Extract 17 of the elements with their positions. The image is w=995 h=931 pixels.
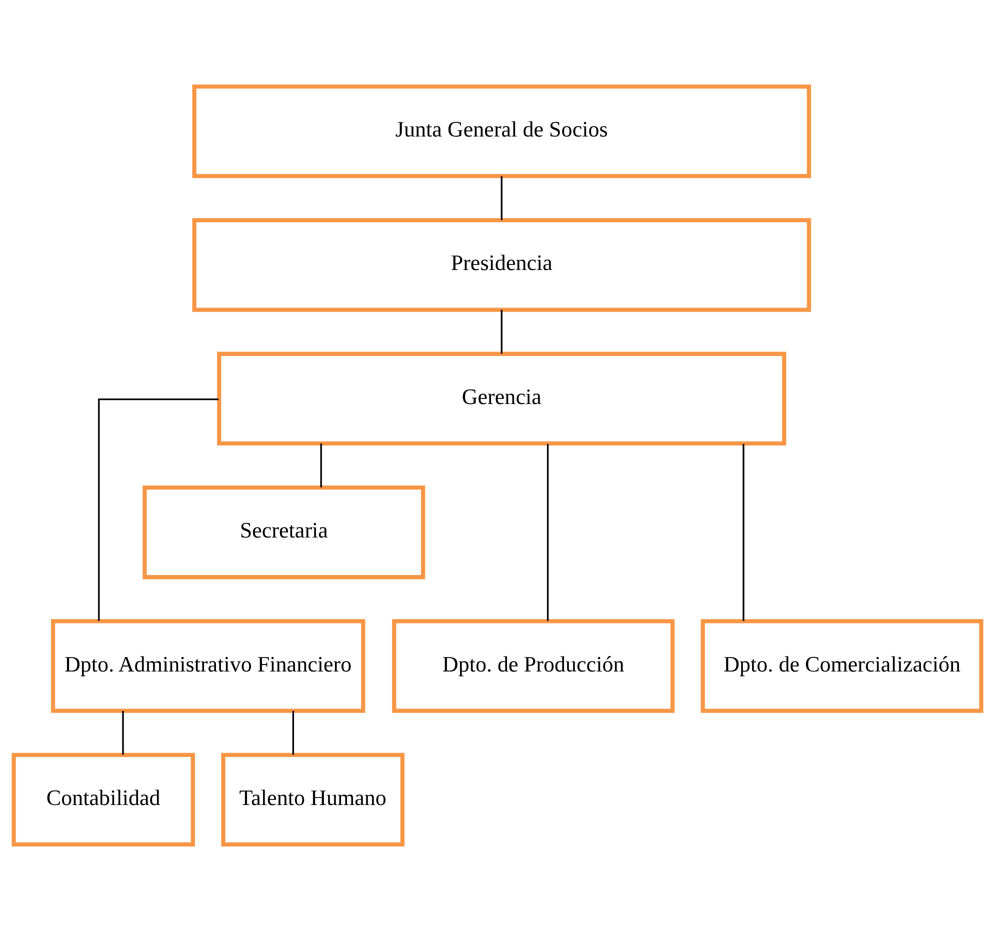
node-box: Dpto. de Producción [392,619,675,713]
connector [292,710,294,755]
connector [98,398,219,621]
node-box: Presidencia [192,218,812,312]
node-box: Secretaria [142,485,426,580]
connector [500,176,502,220]
node-box: Contabilidad [12,752,195,847]
node-box: Junta General de Socios [192,84,812,178]
connector [546,444,549,621]
node-box: Dpto. Administrativo Financiero [50,619,366,713]
node-box: Talento Humano [221,752,404,847]
connector [122,710,124,755]
connector [500,310,502,354]
node-box: Dpto. de Comercialización [700,619,984,713]
node-box: Gerencia [217,352,786,446]
connector [320,444,322,488]
connector [742,444,744,621]
